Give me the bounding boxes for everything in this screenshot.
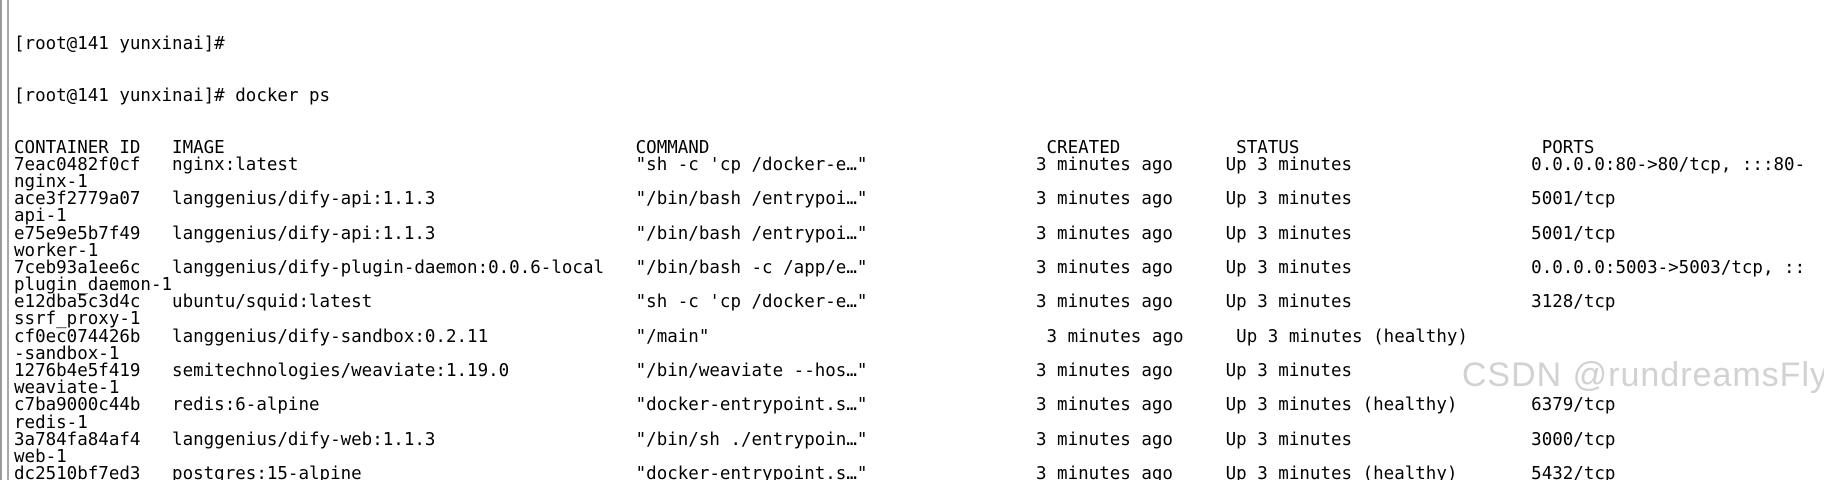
docker-ps-row-line: e75e9e5b7f49 langgenius/dify-api:1.1.3 "… <box>14 223 1616 244</box>
docker-ps-row-line: 3a784fa84af4 langgenius/dify-web:1.1.3 "… <box>14 429 1616 450</box>
container-name-wrap-line: -sandbox-1 <box>14 343 120 364</box>
container-name-wrap-line: redis-1 <box>14 412 88 433</box>
container-name-wrap-line: plugin_daemon-1 <box>14 275 173 296</box>
left-window-border-outer <box>0 0 2 480</box>
docker-ps-row-line: dc2510bf7ed3 postgres:15-alpine "docker-… <box>14 464 1616 480</box>
docker-ps-header-line: CONTAINER ID IMAGE COMMAND CREATED STATU… <box>14 137 1595 158</box>
docker-ps-output: CONTAINER ID IMAGE COMMAND CREATED STATU… <box>14 137 1824 480</box>
container-name-wrap-line: worker-1 <box>14 240 99 261</box>
container-name-wrap-line: web-1 <box>14 446 67 467</box>
docker-ps-row-line: 7eac0482f0cf nginx:latest "sh -c 'cp /do… <box>14 154 1806 175</box>
container-name-wrap-line: ssrf_proxy-1 <box>14 309 141 330</box>
shell-prompt: [root@141 yunxinai]# <box>14 86 225 106</box>
terminal-content: [root@141 yunxinai]# [root@141 yunxinai]… <box>14 2 1824 480</box>
docker-ps-row-line: ace3f2779a07 langgenius/dify-api:1.1.3 "… <box>14 189 1616 210</box>
docker-ps-row-line: c7ba9000c44b redis:6-alpine "docker-entr… <box>14 395 1616 416</box>
docker-ps-row-line: 7ceb93a1ee6c langgenius/dify-plugin-daem… <box>14 257 1806 278</box>
container-name-wrap-line: nginx-1 <box>14 171 88 192</box>
docker-ps-row-line: e12dba5c3d4c ubuntu/squid:latest "sh -c … <box>14 292 1616 313</box>
typed-command: docker ps <box>235 86 331 106</box>
command-line: [root@141 yunxinai]# docker ps <box>14 86 1824 106</box>
left-window-border-inner <box>7 0 9 480</box>
docker-ps-row-line: 1276b4e5f419 semitechnologies/weaviate:1… <box>14 361 1353 382</box>
container-name-wrap-line: weaviate-1 <box>14 378 120 399</box>
prompt-line: [root@141 yunxinai]# <box>14 34 225 55</box>
docker-ps-row-line: cf0ec074426b langgenius/dify-sandbox:0.2… <box>14 326 1468 347</box>
container-name-wrap-line: api-1 <box>14 206 67 227</box>
